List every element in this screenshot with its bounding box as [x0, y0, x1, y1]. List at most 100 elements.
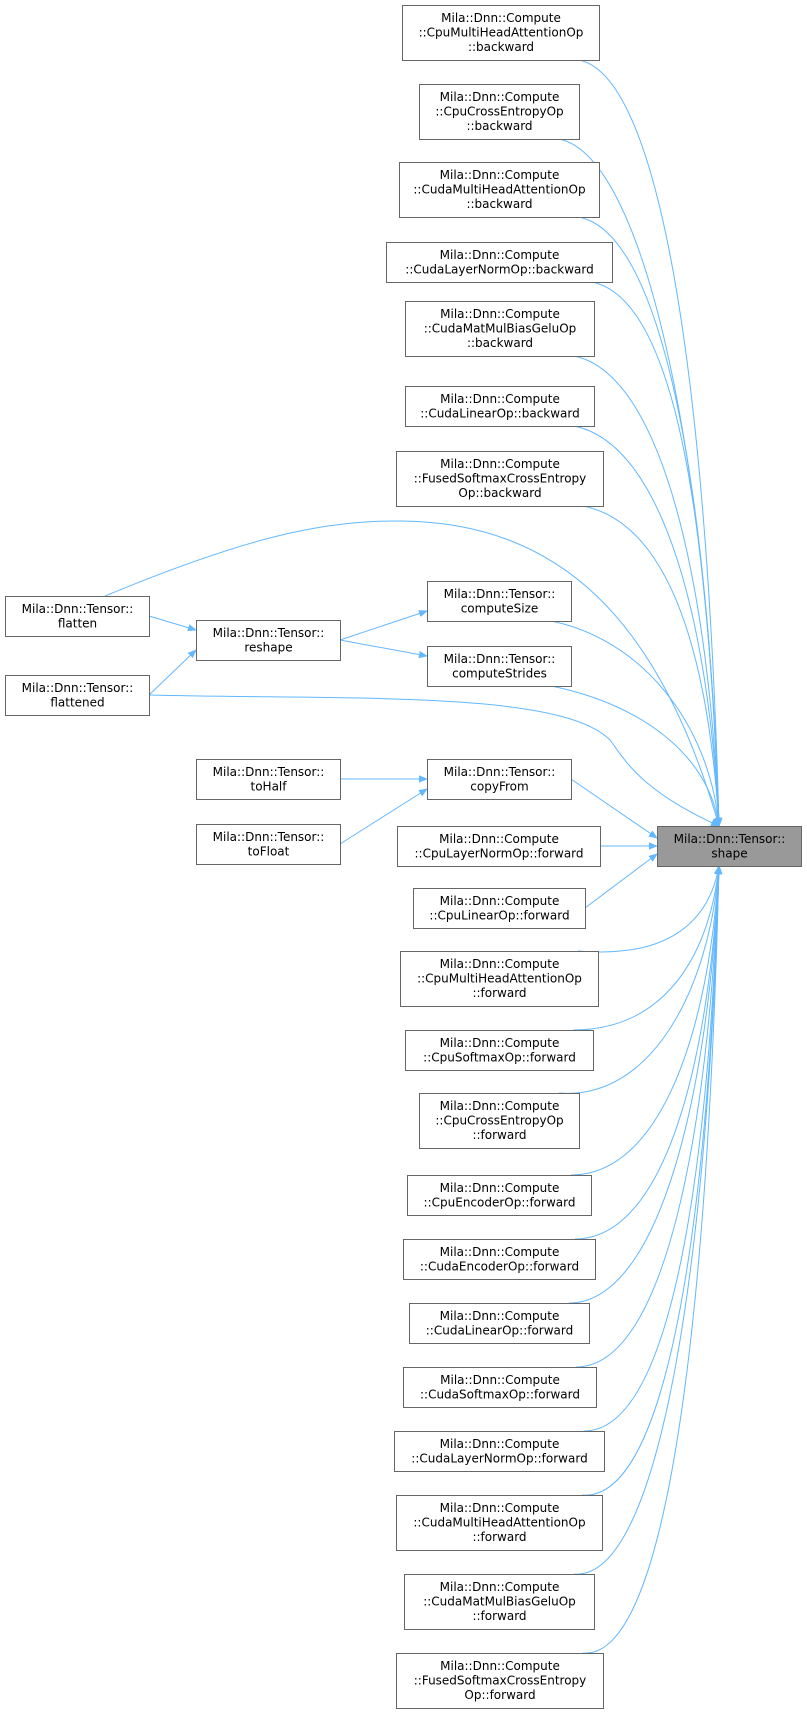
node-label-line: Mila::Dnn::Tensor:: — [213, 626, 325, 640]
graph-node-mila-dnn-tensor-flatten[interactable]: Mila::Dnn::Tensor::flatten — [5, 596, 150, 637]
edge-n18-to-shape — [577, 866, 719, 953]
edge-n14-to-shape — [570, 778, 657, 838]
node-box — [396, 451, 604, 507]
node-label-line: ::CudaLayerNormOp::forward — [411, 1451, 587, 1465]
graph-node-mila-dnn-tensor-computesize[interactable]: Mila::Dnn::Tensor::computeSize — [427, 581, 572, 622]
graph-node-mila-dnn-compute-cudalayernormop-forward[interactable]: Mila::Dnn::Compute::CudaLayerNormOp::for… — [394, 1431, 605, 1472]
node-label-line: computeSize — [461, 601, 539, 615]
edge-n19-to-shape — [572, 866, 719, 1031]
graph-node-mila-dnn-compute-cudaencoderop-forward[interactable]: Mila::Dnn::Compute::CudaEncoderOp::forwa… — [403, 1239, 596, 1280]
edge-n23-to-shape — [568, 866, 719, 1304]
graph-node-mila-dnn-compute-cpucrossentropyop-forward[interactable]: Mila::Dnn::Compute::CpuCrossEntropyOp::f… — [419, 1093, 580, 1149]
node-label-line: computeStrides — [452, 666, 547, 680]
graph-node-mila-dnn-compute-cpumultiheadattentionop-backward[interactable]: Mila::Dnn::Compute::CpuMultiHeadAttentio… — [402, 5, 600, 61]
node-box — [196, 759, 341, 800]
node-label-line: toFloat — [248, 844, 290, 858]
node-label-line: Mila::Dnn::Compute — [439, 832, 559, 846]
node-box — [5, 675, 150, 716]
node-label-line: ::FusedSoftmaxCrossEntropy — [414, 1674, 587, 1688]
graph-node-mila-dnn-compute-cpuencoderop-forward[interactable]: Mila::Dnn::Compute::CpuEncoderOp::forwar… — [407, 1175, 592, 1216]
node-label-line: ::CudaLinearOp::backward — [420, 406, 580, 420]
node-label-line: ::CudaLayerNormOp::backward — [405, 262, 593, 276]
node-label-line: Mila::Dnn::Compute — [440, 248, 560, 262]
node-label-line: Mila::Dnn::Compute — [440, 1309, 560, 1323]
node-box — [427, 581, 572, 622]
graph-node-mila-dnn-compute-fusedsoftmaxcrossentropyop-backward[interactable]: Mila::Dnn::Compute::FusedSoftmaxCrossEnt… — [396, 451, 604, 507]
node-label-line: ::CpuEncoderOp::forward — [424, 1195, 576, 1209]
edge-n28-to-shape — [582, 866, 719, 1654]
focus-node-box — [657, 826, 802, 867]
node-box — [400, 951, 599, 1007]
node-label-line: ::CpuMultiHeadAttentionOp — [419, 26, 584, 40]
graph-node-mila-dnn-compute-cudasoftmaxop-forward[interactable]: Mila::Dnn::Compute::CudaSoftmaxOp::forwa… — [403, 1367, 597, 1408]
node-label-line: Mila::Dnn::Compute — [440, 894, 560, 908]
node-label-line: Mila::Dnn::Compute — [440, 1437, 560, 1451]
node-label-line: ::CpuLinearOp::forward — [429, 908, 569, 922]
node-label-line: ::FusedSoftmaxCrossEntropy — [414, 472, 587, 486]
graph-node-mila-dnn-tensor-tofloat[interactable]: Mila::Dnn::Tensor::toFloat — [196, 824, 341, 865]
node-box — [396, 1653, 604, 1709]
node-box — [403, 1239, 596, 1280]
graph-node-mila-dnn-compute-cudamultiheadattentionop-backward[interactable]: Mila::Dnn::Compute::CudaMultiHeadAttenti… — [399, 162, 600, 218]
node-label-line: Mila::Dnn::Tensor:: — [444, 765, 556, 779]
graph-node-mila-dnn-tensor-reshape[interactable]: Mila::Dnn::Tensor::reshape — [196, 620, 341, 661]
node-box — [397, 826, 601, 867]
graph-node-mila-dnn-compute-cpulinearop-forward[interactable]: Mila::Dnn::Compute::CpuLinearOp::forward — [413, 888, 586, 929]
graph-node-mila-dnn-tensor-shape[interactable]: Mila::Dnn::Tensor::shape — [657, 826, 802, 867]
node-box — [196, 824, 341, 865]
node-box — [427, 646, 572, 687]
node-label-line: copyFrom — [470, 779, 528, 793]
graph-node-mila-dnn-compute-cpulayernormop-forward[interactable]: Mila::Dnn::Compute::CpuLayerNormOp::forw… — [397, 826, 601, 867]
node-label-line: Mila::Dnn::Compute — [440, 1181, 560, 1195]
graph-node-mila-dnn-tensor-tohalf[interactable]: Mila::Dnn::Tensor::toHalf — [196, 759, 341, 800]
graph-node-mila-dnn-tensor-computestrides[interactable]: Mila::Dnn::Tensor::computeStrides — [427, 646, 572, 687]
node-label-line: Mila::Dnn::Compute — [440, 1099, 560, 1113]
node-label-line: ::CpuCrossEntropyOp — [435, 105, 563, 119]
graph-node-mila-dnn-compute-cudamultiheadattentionop-forward[interactable]: Mila::Dnn::Compute::CudaMultiHeadAttenti… — [396, 1495, 603, 1551]
edges-layer — [104, 59, 719, 1654]
graph-node-mila-dnn-compute-fusedsoftmaxcrossentropyop-forward[interactable]: Mila::Dnn::Compute::FusedSoftmaxCrossEnt… — [396, 1653, 604, 1709]
node-label-line: Mila::Dnn::Compute — [440, 1245, 560, 1259]
edge-n27-to-shape — [573, 866, 719, 1575]
node-label-line: Mila::Dnn::Compute — [440, 1036, 560, 1050]
node-label-line: Op::forward — [464, 1688, 535, 1702]
node-box — [386, 242, 613, 283]
graph-node-mila-dnn-compute-cudalayernormop-backward[interactable]: Mila::Dnn::Compute::CudaLayerNormOp::bac… — [386, 242, 613, 283]
graph-node-mila-dnn-compute-cpusoftmaxop-forward[interactable]: Mila::Dnn::Compute::CpuSoftmaxOp::forwar… — [405, 1030, 594, 1071]
node-box — [407, 1175, 592, 1216]
graph-node-mila-dnn-compute-cudamatmulbiasgeluop-backward[interactable]: Mila::Dnn::Compute::CudaMatMulBiasGeluOp… — [405, 301, 595, 357]
node-box — [419, 84, 580, 140]
node-box — [413, 888, 586, 929]
edge-n4-to-shape — [591, 281, 719, 826]
edge-n24-to-shape — [575, 866, 719, 1368]
node-label-line: Mila::Dnn::Compute — [440, 1373, 560, 1387]
edge-n11-to-shape — [550, 685, 719, 826]
node-label-line: Mila::Dnn::Tensor:: — [444, 587, 556, 601]
edge-n20-to-shape — [558, 866, 719, 1094]
node-label-line: ::CudaEncoderOp::forward — [420, 1259, 579, 1273]
edge-n15-to-n14 — [339, 789, 427, 845]
node-box — [409, 1303, 590, 1344]
graph-node-mila-dnn-tensor-flattened[interactable]: Mila::Dnn::Tensor::flattened — [5, 675, 150, 716]
node-label-line: ::CudaMatMulBiasGeluOp — [424, 322, 577, 336]
node-label-line: ::CpuSoftmaxOp::forward — [423, 1050, 576, 1064]
node-label-line: Mila::Dnn::Compute — [440, 307, 560, 321]
node-label-line: Mila::Dnn::Compute — [440, 1580, 560, 1594]
node-label-line: ::CpuCrossEntropyOp — [435, 1114, 563, 1128]
edge-n7-to-shape — [582, 505, 719, 826]
edge-n3-to-shape — [578, 216, 719, 826]
node-label-line: Mila::Dnn::Tensor:: — [213, 765, 325, 779]
node-box — [403, 1367, 597, 1408]
node-box — [5, 596, 150, 637]
graph-node-mila-dnn-compute-cudamatmulbiasgeluop-forward[interactable]: Mila::Dnn::Compute::CudaMatMulBiasGeluOp… — [404, 1574, 595, 1630]
graph-node-mila-dnn-compute-cpumultiheadattentionop-forward[interactable]: Mila::Dnn::Compute::CpuMultiHeadAttentio… — [400, 951, 599, 1007]
graph-node-mila-dnn-compute-cudalinearop-forward[interactable]: Mila::Dnn::Compute::CudaLinearOp::forwar… — [409, 1303, 590, 1344]
graph-node-mila-dnn-compute-cudalinearop-backward[interactable]: Mila::Dnn::Compute::CudaLinearOp::backwa… — [405, 386, 595, 427]
node-label-line: Mila::Dnn::Tensor:: — [22, 602, 134, 616]
edge-n1-to-shape — [578, 59, 719, 826]
node-label-line: ::CudaSoftmaxOp::forward — [420, 1387, 580, 1401]
edge-n10-to-shape — [550, 620, 719, 826]
graph-node-mila-dnn-tensor-copyfrom[interactable]: Mila::Dnn::Tensor::copyFrom — [427, 759, 572, 800]
graph-node-mila-dnn-compute-cpucrossentropyop-backward[interactable]: Mila::Dnn::Compute::CpuCrossEntropyOp::b… — [419, 84, 580, 140]
node-box — [396, 1495, 603, 1551]
